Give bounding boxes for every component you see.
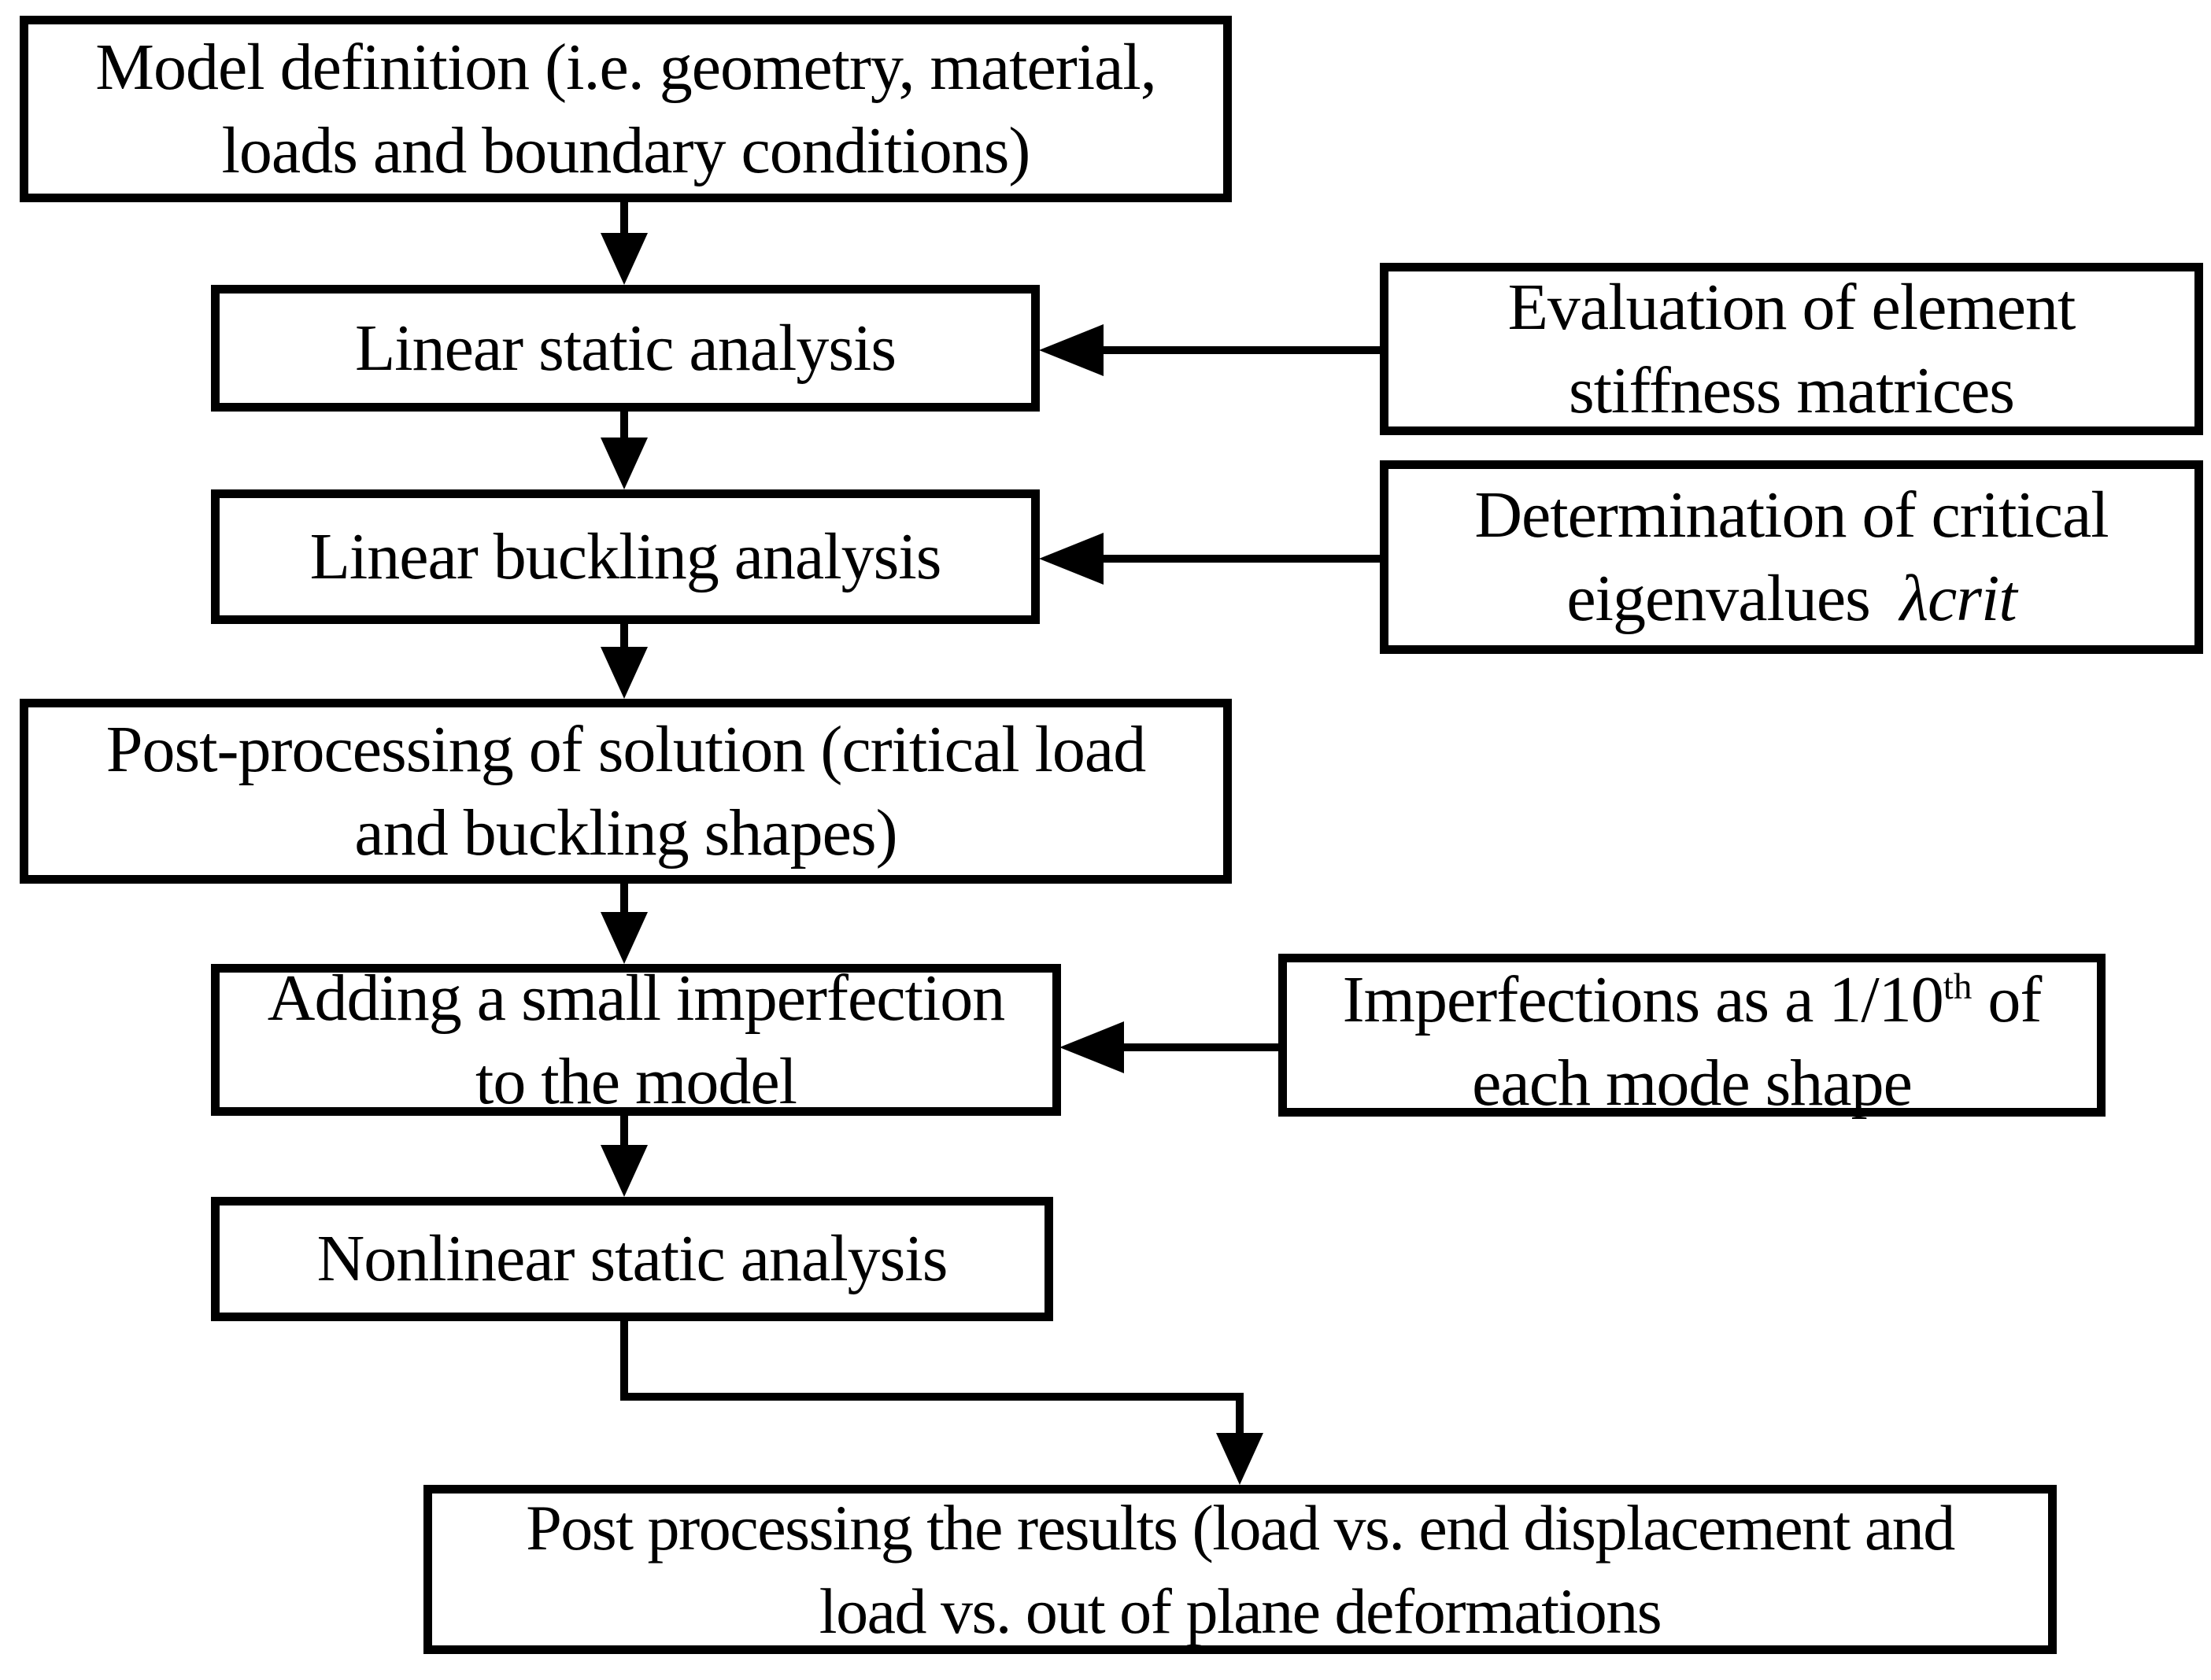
arrow-linear-static-to-linear-buckling — [601, 407, 648, 489]
arrow-post-processing-to-imperfection — [601, 879, 648, 964]
node-imperfections-line1-suffix: of — [1972, 963, 2042, 1037]
node-adding-imperfection-line2: to the model — [475, 1044, 797, 1118]
lambda-crit-symbol: λcrit — [1899, 562, 2017, 635]
node-imperfections-line1-prefix: Imperfections as a 1/10 — [1342, 963, 1944, 1037]
node-adding-small-imperfection: Adding a small imperfection to the model — [211, 962, 1061, 1118]
arrow-linear-buckling-to-post-processing — [601, 619, 648, 699]
arrow-modeshape-to-imperfection — [1059, 1021, 1280, 1073]
node-imperfections-line1: Imperfections as a 1/10th of — [1342, 945, 2043, 1042]
node-nonlinear-static-analysis-label: Nonlinear static analysis — [316, 1222, 948, 1295]
node-post-processing-results-line1: Post processing the results (load vs. en… — [526, 1491, 1955, 1564]
node-model-definition: Model definition (i.e. geometry, materia… — [20, 16, 1232, 202]
arrow-eigenvalues-to-linear-buckling — [1039, 533, 1381, 585]
node-nonlinear-static-analysis: Nonlinear static analysis — [211, 1197, 1053, 1321]
node-model-definition-line2: loads and boundary conditions) — [221, 113, 1031, 187]
node-linear-buckling-analysis-label: Linear buckling analysis — [309, 519, 942, 593]
node-post-processing-results-line2: load vs. out of plane deformations — [819, 1575, 1662, 1647]
node-linear-static-analysis-label: Linear static analysis — [354, 311, 897, 385]
node-post-processing-results: Post processing the results (load vs. en… — [423, 1485, 2057, 1654]
arrow-stiffness-to-linear-static — [1039, 324, 1381, 376]
node-determination-line2-text: eigenvalues — [1566, 562, 1870, 635]
node-post-processing-solution-line2: and buckling shapes) — [354, 796, 897, 870]
node-post-processing-solution: Post-processing of solution (critical lo… — [20, 699, 1232, 884]
node-evaluation-stiffness-line2: stiffness matrices — [1569, 353, 2015, 427]
node-determination-line2: eigenvalues λcrit — [1566, 557, 2017, 641]
node-evaluation-stiffness-line1: Evaluation of element — [1507, 270, 2076, 344]
arrow-nonlinear-to-results-elbow — [620, 1316, 1263, 1485]
node-evaluation-stiffness-matrices: Evaluation of element stiffness matrices — [1380, 263, 2203, 435]
arrow-imperfection-to-nonlinear — [601, 1111, 648, 1197]
node-model-definition-line1: Model definition (i.e. geometry, materia… — [95, 30, 1156, 104]
node-linear-static-analysis: Linear static analysis — [211, 285, 1040, 412]
node-determination-line1: Determination of critical — [1474, 478, 2109, 552]
node-imperfections-line2: each mode shape — [1472, 1047, 1913, 1121]
node-post-processing-solution-line1: Post-processing of solution (critical lo… — [105, 712, 1146, 786]
node-imperfections-mode-shape: Imperfections as a 1/10th of each mode s… — [1278, 954, 2106, 1120]
node-adding-imperfection-line1: Adding a small imperfection — [267, 961, 1005, 1035]
node-linear-buckling-analysis: Linear buckling analysis — [211, 489, 1040, 624]
arrow-model-to-linear-static — [601, 198, 648, 285]
node-determination-critical-eigenvalues: Determination of critical eigenvalues λcr… — [1380, 460, 2203, 654]
superscript-th: th — [1943, 966, 1973, 1007]
